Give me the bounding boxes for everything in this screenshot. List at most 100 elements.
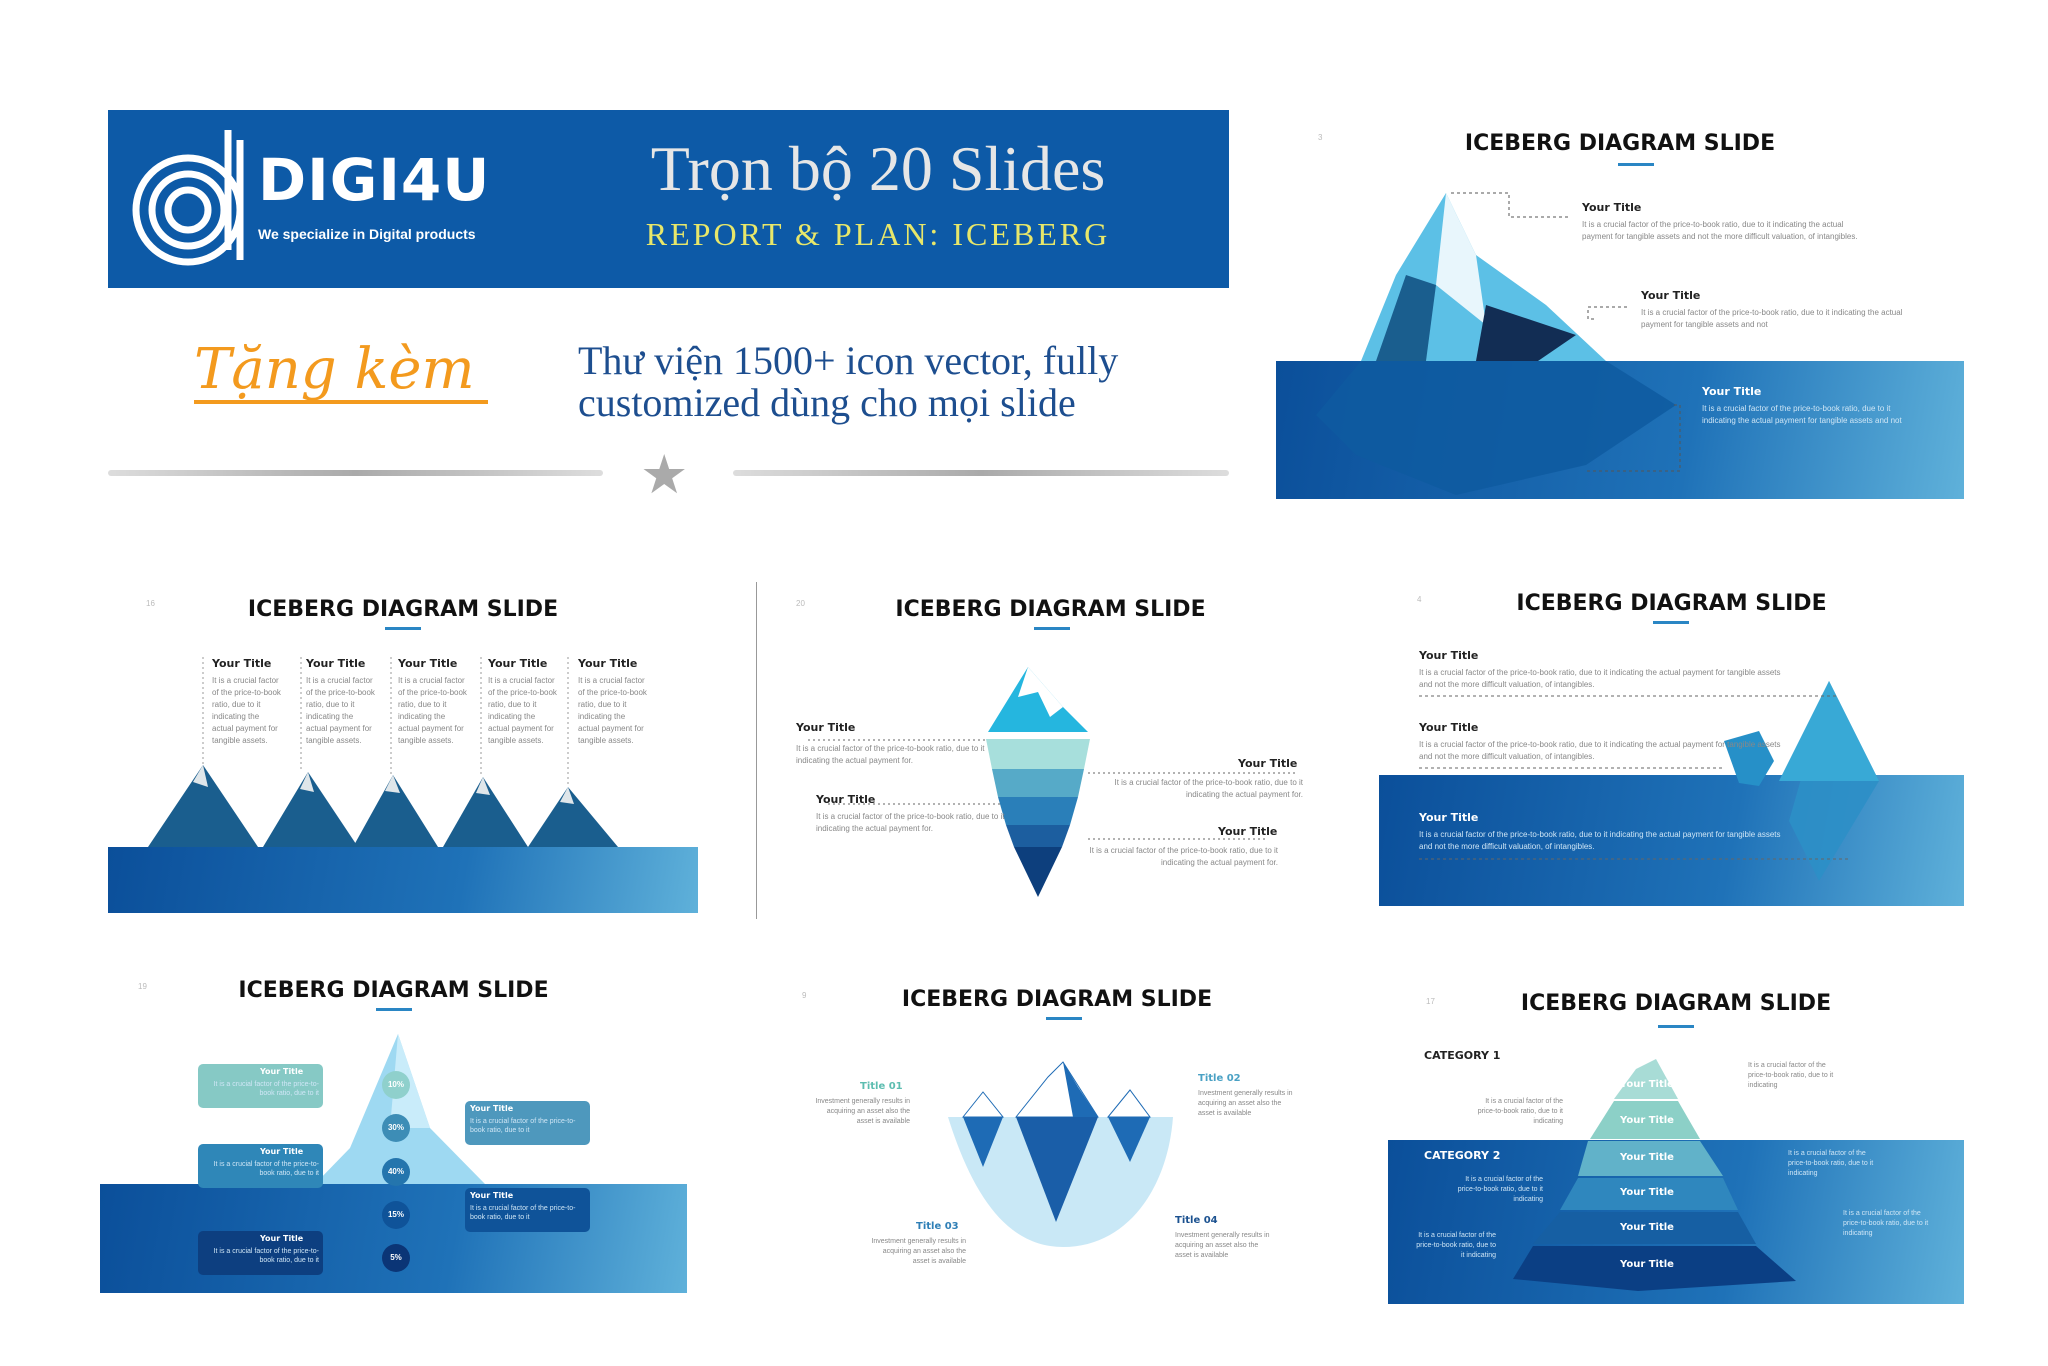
promo-line-2: customized dùng cho mọi slide (578, 380, 1076, 425)
layer-title: Your Title (1620, 1222, 1674, 1233)
callout-title: Your Title (260, 1067, 304, 1076)
callout-text: It is a crucial factor of the price-to-b… (1416, 1232, 1496, 1259)
callout-title: Your Title (1702, 385, 1762, 398)
slide-title: ICEBERG DIAGRAM SLIDE (1520, 991, 1832, 1016)
callout-title: Your Title (1582, 201, 1642, 214)
callout-text: It is a crucial factor of the price-to-b… (1457, 1176, 1543, 1203)
callout-title: Your Title (816, 793, 876, 806)
pyramid-iceberg-icon (1513, 1059, 1796, 1291)
callout-text: It is a crucial factor of the price-to-b… (470, 1205, 576, 1221)
callout-title: Your Title (1419, 811, 1479, 824)
callout-text: It is a crucial factor of the price-to-b… (470, 1118, 576, 1134)
callout-title: Your Title (470, 1104, 514, 1113)
iceberg-icon (315, 1034, 485, 1184)
callout-box (198, 1231, 323, 1275)
callout-box (198, 1064, 323, 1108)
callout-text: It is a crucial factor of the price-to-b… (213, 1081, 319, 1097)
column-text: It is a crucial factor of the price-to-b… (398, 676, 467, 745)
column-title: Your Title (306, 657, 366, 670)
header-banner: DIGI4U We specialize in Digital products… (108, 110, 1229, 288)
callout-title: Your Title (1238, 757, 1298, 770)
callout-text: It is a crucial factor of the price-to-b… (1748, 1062, 1834, 1089)
callout-text: It is a crucial factor of the price-to-b… (213, 1161, 319, 1177)
digi4u-logo-icon (132, 130, 244, 266)
column-title: Your Title (398, 657, 458, 670)
callout-text: It is a crucial factor of the price-to-b… (1788, 1150, 1874, 1177)
percent-badge: 5% (382, 1244, 410, 1272)
slide-number: 3 (1318, 133, 1323, 142)
mountains-icon (148, 657, 618, 847)
star-icon: ★ (640, 445, 689, 505)
callout-text: It is a crucial factor of the price-to-b… (1843, 1210, 1929, 1237)
title-underline (385, 627, 421, 630)
callout-text: It is a crucial factor of the price-to-b… (1419, 740, 1781, 761)
slide-title: ICEBERG DIAGRAM SLIDE (895, 597, 1206, 622)
layer-title: Your Title (1620, 1187, 1674, 1198)
icebergs-icon (948, 1061, 1173, 1247)
title-underline (1618, 163, 1654, 166)
column-title: Your Title (578, 657, 638, 670)
slide-iceberg-layers: 20 ICEBERG DIAGRAM SLIDE Your Title It i… (788, 597, 1313, 907)
slide-number: 19 (138, 982, 147, 991)
promo-line-1: Thư viện 1500+ icon vector, fully (578, 338, 1119, 383)
callout-text: It is a crucial factor of the price-to-b… (816, 812, 1005, 833)
slide-number: 20 (796, 599, 805, 608)
title-underline (1653, 621, 1689, 624)
logo-text: DIGI4U (258, 146, 491, 214)
callout-title: Your Title (1419, 649, 1479, 662)
promo-text: Thư viện 1500+ icon vector, fully custom… (578, 340, 1118, 424)
banner-subtitle: REPORT & PLAN: ICEBERG (645, 216, 1111, 252)
slide-title: ICEBERG DIAGRAM SLIDE (1516, 591, 1827, 616)
gift-label: Tặng kèm (194, 337, 475, 402)
slide-title: ICEBERG DIAGRAM SLIDE (1464, 131, 1776, 156)
callout-text: It is a crucial factor of the price-to-b… (1477, 1098, 1563, 1125)
category-label: CATEGORY 1 (1424, 1049, 1501, 1062)
slide-iceberg-two: 4 ICEBERG DIAGRAM SLIDE Your Title It is… (1379, 591, 1964, 906)
layer-title: Your Title (1620, 1115, 1674, 1126)
callout-text: It is a crucial factor of the price-to-b… (213, 1248, 319, 1264)
slide-iceberg-percent: 19 ICEBERG DIAGRAM SLIDE Your Title It i… (100, 978, 687, 1293)
slide-number: 16 (146, 599, 155, 608)
callout-title: Your Title (470, 1191, 514, 1200)
slide-title: ICEBERG DIAGRAM SLIDE (238, 978, 549, 1003)
layer-title: Your Title (1620, 1259, 1674, 1270)
callout-title: Title 03 (916, 1221, 959, 1232)
callout-text: Investment generally results in acquirin… (871, 1238, 966, 1265)
title-underline (1034, 627, 1070, 630)
slide-number: 9 (802, 991, 807, 1000)
callout-text: It is a crucial factor of the price-to-b… (1114, 778, 1303, 799)
callout-title: Your Title (1641, 289, 1701, 302)
gift-underline (194, 400, 488, 404)
title-underline (1658, 1025, 1694, 1028)
callout-box (465, 1101, 590, 1145)
callout-text: It is a crucial factor of the price-to-b… (1582, 220, 1858, 241)
iceberg-icon (1316, 192, 1681, 495)
callout-box (465, 1188, 590, 1232)
percent-badge: 40% (382, 1158, 410, 1186)
icebergs-icon (1419, 681, 1879, 881)
water (108, 847, 698, 913)
slide-iceberg-columns: 16 ICEBERG DIAGRAM SLIDE Your Title It i… (108, 597, 698, 913)
column-text: It is a crucial factor of the price-to-b… (488, 676, 557, 745)
slide-title: ICEBERG DIAGRAM SLIDE (901, 987, 1213, 1012)
logo-tagline: We specialize in Digital products (258, 226, 476, 242)
slide-number: 4 (1417, 595, 1422, 604)
callout-text: It is a crucial factor of the price-to-b… (1089, 846, 1278, 867)
slide-iceberg-three: 9 ICEBERG DIAGRAM SLIDE Title 01 Investm… (788, 987, 1326, 1287)
title-underline (376, 1008, 412, 1011)
slide-number: 17 (1426, 997, 1435, 1006)
column-text: It is a crucial factor of the price-to-b… (306, 676, 375, 745)
callout-title: Title 04 (1175, 1215, 1218, 1226)
percent-badge: 10% (382, 1071, 410, 1099)
slide-iceberg-pyramid: 17 ICEBERG DIAGRAM SLIDE CATEGORY 1 CATE… (1388, 991, 1964, 1304)
column-title: Your Title (212, 657, 272, 670)
callout-text: It is a crucial factor of the price-to-b… (1702, 404, 1902, 425)
category-label: CATEGORY 2 (1424, 1149, 1501, 1162)
banner-title: Trọn bộ 20 Slides (650, 133, 1106, 204)
column-text: It is a crucial factor of the price-to-b… (578, 676, 647, 745)
callout-text: Investment generally results in acquirin… (1175, 1232, 1270, 1259)
column-title: Your Title (488, 657, 548, 670)
callout-text: It is a crucial factor of the price-to-b… (1419, 668, 1781, 689)
callout-text: Investment generally results in acquirin… (815, 1098, 910, 1125)
slide-iceberg-lowpoly: 3 ICEBERG DIAGRAM SLIDE Your Title It is… (1276, 125, 1964, 499)
